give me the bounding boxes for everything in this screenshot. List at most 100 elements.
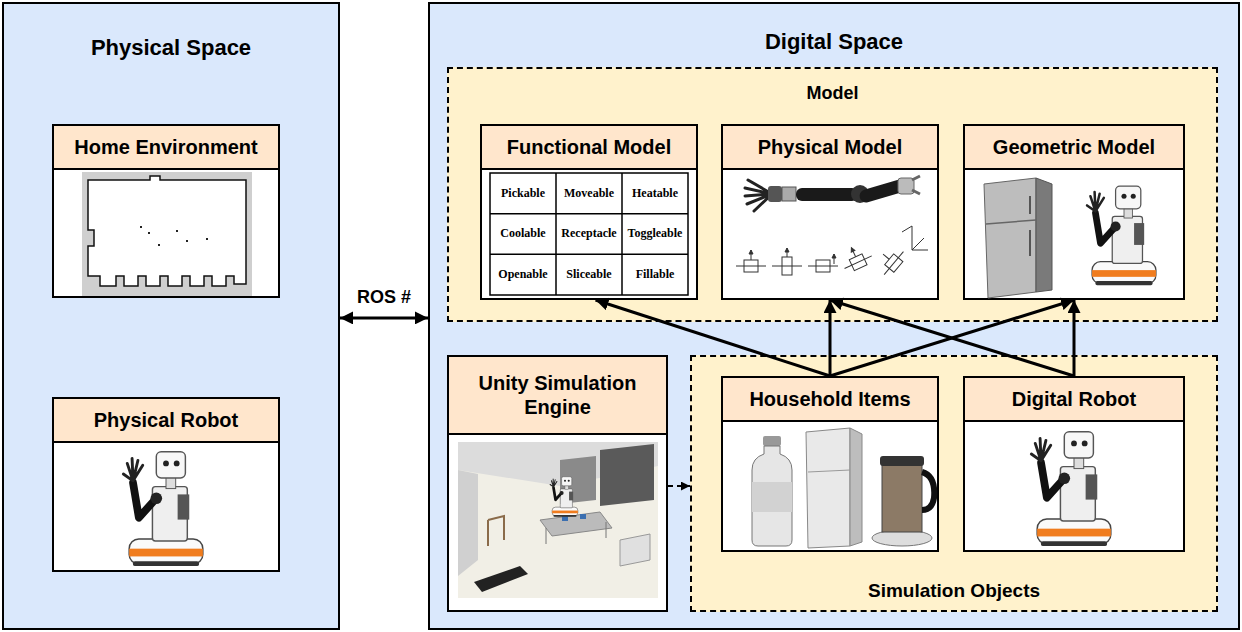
unity-scene [458,442,658,598]
kinematic-diagram [744,260,758,272]
header-band: Digital Robot [965,378,1183,422]
household-items-drawing [872,530,932,546]
function-table-grid [490,173,688,295]
unity-scene [600,444,654,506]
arrow-connector [1073,300,1076,376]
arm-drawing [745,176,920,211]
occupancy-map [82,172,252,296]
unity-scene [606,522,607,538]
fridge-mesh [1029,196,1031,214]
kinematic-diagram [885,254,903,272]
arrow-connector [830,300,1074,376]
arm-drawing [912,176,920,194]
household-items-drawing [806,428,850,548]
fridge-mesh [984,178,1036,298]
box-title: Geometric Model [993,135,1155,159]
occupancy-map [158,244,160,246]
kinematic-diagram [787,248,788,257]
kinematic-diagram [873,243,908,279]
robot-mesh [1087,186,1156,285]
household-items-drawing [752,446,792,546]
kinematic-diagram [736,226,928,278]
occupancy-map [140,226,142,228]
table-cell: Sliceable [556,254,622,295]
space-panel: Digital SpaceModelFunctional ModelPhysic… [428,2,1240,630]
kinematic-diagram [851,248,855,257]
box-title: Physical Model [758,135,903,159]
arm-drawing [745,180,772,211]
kinematic-diagram [782,257,792,275]
engine-box: Unity Simulation Engine [447,355,668,612]
occupancy-map [186,240,188,242]
header-band: Functional Model [482,126,696,170]
kinematic-diagram [849,254,867,271]
group-box: ModelFunctional ModelPhysical ModelGeome… [447,67,1218,322]
header-band: Unity Simulation Engine [449,357,666,435]
header-band: Home Environment [54,126,278,170]
model-box: Geometric Model [963,124,1185,300]
unity-scene [546,528,547,544]
unity-scene [562,516,568,521]
fridge-mesh [986,220,1036,224]
kinematic-diagram [902,226,928,250]
space-panel: Physical SpaceHome EnvironmentPhysical R… [2,2,340,630]
function-table-grid [490,173,688,295]
arm-drawing [768,186,782,202]
group-title: Physical Space [91,35,251,61]
component-box: Physical Robot [52,397,280,572]
unity-scene [560,456,596,504]
kinematic-diagram [816,260,830,272]
header-band: Household Items [723,378,937,422]
household-items-drawing [752,482,792,512]
household-items-drawing [882,464,922,532]
function-table-grid [555,173,557,295]
unity-scene [550,477,578,517]
kinematic-diagram [850,247,855,252]
digital-robot-figure [1031,432,1110,546]
physical-robot-figure [123,452,202,566]
unity-scene [458,470,478,576]
object-box: Digital Robot [963,376,1185,552]
group-title: Simulation Objects [868,580,1040,603]
table-cell: Heatable [622,173,688,214]
unity-scene [540,512,612,536]
kinematic-diagram [772,266,802,267]
kinematic-diagram [912,238,924,250]
fridge-mesh [1036,178,1052,292]
occupancy-map [88,176,246,286]
function-table-grid [490,254,688,256]
household-items-drawing [763,436,781,446]
occupancy-map [176,230,178,232]
header-band: Physical Model [723,126,937,170]
table-cell: Openable [490,254,556,295]
arrow-connector [596,300,830,376]
unity-scene [458,442,658,486]
kinematic-diagram [772,248,802,275]
arrow-connector [668,485,690,487]
kinematic-diagram [834,254,835,264]
arm-drawing [866,186,900,196]
arrow-connector [829,300,832,376]
arm-drawing [851,185,869,203]
group-box: Simulation Objects Household Items Digital… [690,355,1218,612]
kinematic-diagram [902,226,912,232]
model-box: Physical Model [721,124,939,300]
kinematic-diagram [751,250,752,260]
occupancy-map [82,172,252,296]
fridge-mesh [1029,230,1031,256]
occupancy-map [206,238,208,240]
household-items-drawing [922,472,934,510]
kinematic-diagram [736,250,766,272]
kinematic-diagram [883,254,889,259]
function-table-grid [621,173,623,295]
table-cell: Pickable [490,173,556,214]
table-cell: Toggleable [622,214,688,255]
kinematic-diagram [845,256,872,269]
box-title: Household Items [749,387,910,411]
household-items-drawing [880,456,924,466]
function-table-grid [490,213,688,215]
object-box: Household Items [721,376,939,552]
kinematic-diagram [749,250,753,254]
